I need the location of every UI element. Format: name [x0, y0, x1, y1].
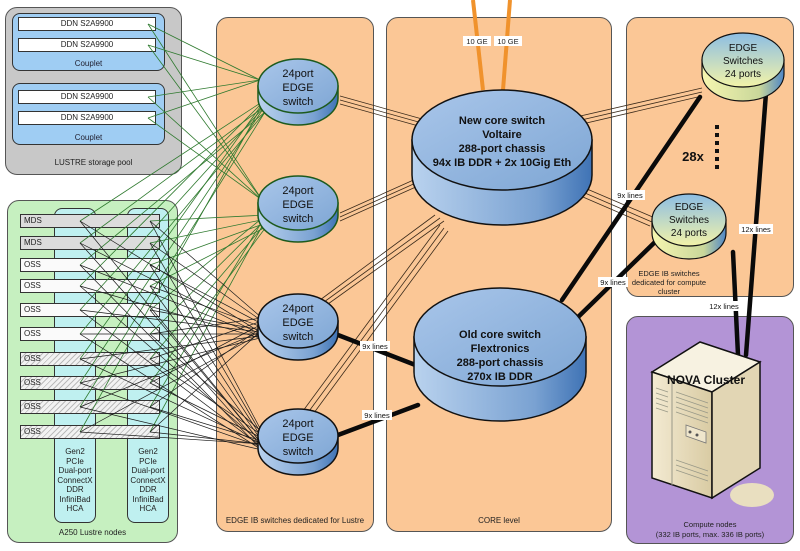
switch-line: Switches	[669, 215, 709, 226]
hca-line: ConnectX	[57, 475, 93, 485]
edge-compute-caption: EDGE IB switches	[638, 269, 700, 278]
nova-cluster-title: NOVA Cluster	[667, 373, 745, 387]
lustre-storage-pool-caption: LUSTRE storage pool	[54, 158, 133, 167]
node-links	[79, 220, 263, 451]
hca-line: PCIe	[66, 456, 84, 466]
switch-line: switch	[283, 213, 314, 225]
switch-line: 24port	[282, 68, 313, 80]
hca-line: Dual-port	[131, 466, 165, 475]
link-label: 9x lines	[617, 191, 643, 200]
new-core-line: 288-port chassis	[459, 143, 546, 155]
uplink-label: 10 GE	[497, 37, 518, 46]
edge-compute-caption: cluster	[658, 287, 681, 296]
switch-line: switch	[283, 96, 314, 108]
switch-line: EDGE	[729, 43, 758, 54]
ddn-storage-device[interactable]: DDN S2A9900	[18, 111, 156, 125]
hca-line: DDR	[139, 485, 157, 494]
link-label: 9x lines	[364, 411, 390, 420]
switch-multiplier: 28x	[682, 149, 704, 164]
link-label: 12x lines	[709, 302, 739, 311]
switch-line: 24 ports	[671, 228, 707, 239]
lustre-nodes-caption: A250 Lustre nodes	[58, 528, 127, 537]
old-core-line: Flextronics	[471, 343, 530, 355]
new-core-line: 94x IB DDR + 2x 10Gig Eth	[433, 157, 572, 169]
couplet-label: Couplet	[74, 59, 103, 68]
nova-cluster-icon[interactable]: NOVA Cluster	[650, 341, 774, 507]
old-core-line: 270x IB DDR	[467, 371, 532, 383]
uplink-label: 10 GE	[466, 37, 487, 46]
hca-line: HCA	[66, 504, 84, 513]
hca-line: InfiniBad	[132, 494, 164, 504]
new-core-line: New core switch	[459, 115, 545, 127]
hca-line: PCIe	[139, 456, 157, 466]
oss-server[interactable]: OSS	[20, 258, 160, 272]
edge-core-links	[299, 87, 703, 422]
switch-line: switch	[283, 446, 314, 458]
switch-line: EDGE	[282, 432, 313, 444]
switch-line: 24port	[282, 185, 313, 197]
new-core-switch[interactable]: New core switch Voltaire 288-port chassi…	[411, 89, 593, 226]
edge-compute-caption: dedicated for compute	[632, 278, 706, 287]
hca-line: Gen2	[138, 447, 158, 456]
hca-line: Gen2	[65, 447, 85, 456]
compute-nodes-caption: (332 IB ports, max. 336 IB ports)	[656, 530, 765, 539]
uplink-label-bg	[494, 36, 522, 46]
uplink-label-bg	[463, 36, 491, 46]
new-core-line: Voltaire	[482, 129, 522, 141]
hca-line: Dual-port	[58, 466, 92, 475]
ddn-storage-device[interactable]: DDN S2A9900	[18, 17, 156, 31]
ddn-storage-device[interactable]: DDN S2A9900	[18, 38, 156, 52]
oss-server[interactable]: OSS	[20, 303, 160, 317]
oss-server[interactable]: OSS	[20, 376, 160, 390]
switch-line: 24port	[282, 418, 313, 430]
switch-line: EDGE	[282, 317, 313, 329]
switch-line: Switches	[723, 56, 763, 67]
old-core-switch[interactable]: Old core switch Flextronics 288-port cha…	[413, 287, 587, 422]
hca-line: HCA	[139, 504, 157, 513]
hca-line: ConnectX	[130, 475, 166, 485]
switch-line: EDGE	[282, 199, 313, 211]
ddn-storage-device[interactable]: DDN S2A9900	[18, 90, 156, 104]
switch-line: EDGE	[282, 82, 313, 94]
link-label: 9x lines	[600, 278, 626, 287]
link-label: 12x lines	[741, 225, 771, 234]
old-core-line: Old core switch	[459, 329, 541, 341]
switch-line: 24port	[282, 303, 313, 315]
core-level-caption: CORE level	[478, 516, 520, 525]
edge-lustre-caption: EDGE IB switches dedicated for Lustre	[225, 516, 365, 525]
hca-line: DDR	[66, 485, 84, 494]
old-core-line: 288-port chassis	[457, 357, 544, 369]
oss-server[interactable]: OSS	[20, 425, 160, 439]
couplet-label: Couplet	[74, 133, 103, 142]
ellipsis-dots	[715, 125, 719, 169]
link-label: 9x lines	[362, 342, 388, 351]
compute-edge-switch-bottom[interactable]: EDGE Switches 24 ports	[651, 193, 727, 260]
compute-nodes-caption: Compute nodes	[684, 520, 737, 529]
switch-line: 24 ports	[725, 69, 761, 80]
hca-line: InfiniBad	[59, 494, 91, 504]
switch-line: EDGE	[675, 202, 704, 213]
mds-server[interactable]: MDS	[20, 236, 160, 250]
compute-edge-switch-top[interactable]: EDGE Switches 24 ports	[701, 32, 785, 102]
link-labels: 9x lines 9x lines 9x lines 9x lines 12x …	[360, 190, 773, 420]
switch-line: switch	[283, 331, 314, 343]
